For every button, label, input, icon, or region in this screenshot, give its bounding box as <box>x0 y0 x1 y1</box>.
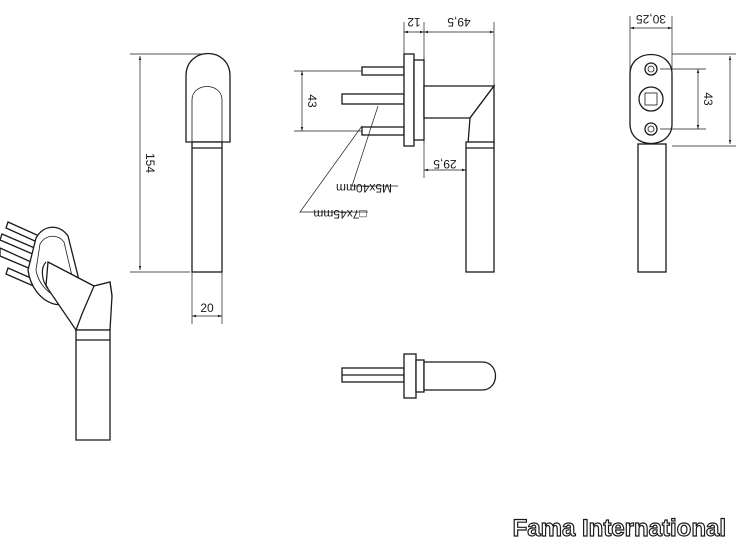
brand-logo: Fama International <box>512 514 727 542</box>
isometric-view <box>0 221 113 441</box>
dim-side-arm-offset: 29,5 <box>433 157 457 171</box>
top-rose <box>403 353 417 399</box>
front-grip <box>191 141 223 273</box>
front-view: 154 20 <box>130 53 231 324</box>
iso-grip <box>75 329 111 441</box>
top-grip <box>423 361 497 391</box>
rose-grip <box>637 143 667 273</box>
top-view <box>341 353 497 399</box>
dim-front-height: 154 <box>143 153 157 173</box>
rose-spindle-hole <box>638 86 664 112</box>
label-spindle: □7x45mm <box>313 207 366 221</box>
dim-side-spindle-spacing: 43 <box>305 94 319 108</box>
side-view: 12 49,5 43 29,5 M5x40mm □7x45mm <box>294 15 496 273</box>
dim-rose-spacing: 43 <box>701 92 715 106</box>
side-grip <box>465 141 495 273</box>
dim-rose-width: 30,25 <box>636 12 666 26</box>
dim-front-width: 20 <box>200 301 214 315</box>
dim-side-rose-thickness: 12 <box>407 15 421 29</box>
label-screw: M5x40mm <box>336 181 392 195</box>
dim-side-width-total: 49,5 <box>447 15 471 29</box>
side-rose <box>403 53 415 147</box>
rose-view: 30,25 43 <box>629 12 736 273</box>
front-rose <box>185 53 231 143</box>
